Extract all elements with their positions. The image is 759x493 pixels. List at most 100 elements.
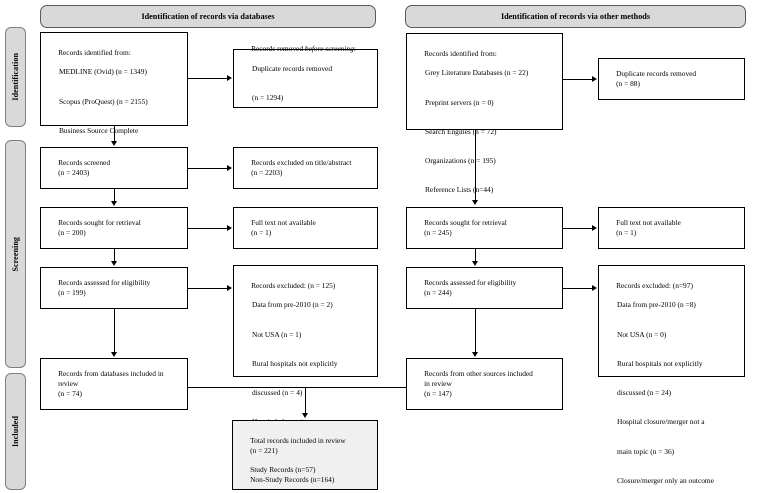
total-line1: Total records included in review [250, 435, 346, 445]
box-om-duplicate-records-removed: Duplicate records removed (n = 88) [598, 58, 745, 100]
box-om-records-identified: Records identified from: Grey Literature… [406, 33, 563, 194]
column-header-databases: Identification of records via databases [40, 5, 376, 28]
db-removed-line1: Records removed before screening: [251, 44, 356, 53]
db-included-line3: (n = 74) [58, 388, 82, 398]
db-excluded-title-line2: (n = 2203) [251, 168, 283, 177]
box-om-records-excluded-reasons: Records excluded: (n=97) Data from pre-2… [598, 265, 745, 485]
db-identified-item-1: Scopus (ProQuest) (n = 2155) [59, 96, 148, 106]
om-excluded-item-6: Closure/merger only an outcome [617, 476, 714, 486]
phase-label-identification: Identification [11, 53, 20, 101]
arrowhead-db-sought-to-assessed [111, 261, 117, 266]
om-included-line2: in review [424, 379, 452, 389]
connector-bus-to-total [305, 387, 307, 414]
om-identified-item-3: Organizations (n = 195) [425, 156, 496, 166]
db-sought-line2: (n = 200) [58, 228, 86, 237]
db-notavail-line2: (n = 1) [251, 228, 272, 237]
om-excluded-heading: Records excluded: (n=97) [616, 280, 693, 290]
db-identified-heading: Records identified from: [58, 47, 131, 57]
om-identified-item-4: Reference Lists (n=44) [425, 185, 494, 195]
om-notavail-line1: Full text not available [616, 218, 681, 228]
column-header-other-methods-label: Identification of records via other meth… [500, 12, 651, 21]
arrowhead-db-identified-to-removed [227, 74, 232, 81]
db-excluded-item-0: Data from pre-2010 (n = 2) [252, 300, 333, 310]
total-line2: (n = 221) [250, 445, 278, 455]
connector-om-sought-to-assessed [475, 249, 477, 262]
om-included-line1: Records from other sources included [424, 369, 533, 379]
arrowhead-om-identified-to-removed [592, 75, 597, 82]
box-db-full-text-not-available: Full text not available (n = 1) [233, 207, 378, 249]
box-db-assessed-for-eligibility: Records assessed for eligibility (n = 19… [40, 267, 188, 309]
arrowhead-bus-to-total [302, 413, 308, 418]
arrowhead-db-screened-to-excluded [227, 164, 232, 171]
om-identified-item-1: Preprint servers (n = 0) [425, 97, 494, 107]
om-sought-line1: Records sought for retrieval [424, 218, 507, 228]
db-assessed-line1: Records assessed for eligibility [58, 278, 151, 288]
db-removed-suffix: : [353, 44, 356, 54]
db-removed-prefix: Records removed [251, 44, 305, 54]
box-db-included-in-review: Records from databases included in revie… [40, 358, 188, 410]
db-excluded-title-line1: Records excluded on title/abstract [251, 158, 352, 168]
db-identified-item-0: MEDLINE (Ovid) (n = 1349) [59, 67, 147, 77]
arrowhead-db-assessed-to-included [111, 352, 117, 357]
db-removed-italic: before screening [304, 44, 354, 54]
column-header-other-methods: Identification of records via other meth… [405, 5, 746, 28]
om-excluded-item-2: Rural hospitals not explicitly [617, 358, 703, 368]
box-db-records-excluded-reasons: Records excluded: (n = 125) Data from pr… [233, 265, 378, 485]
om-removed-line1: Duplicate records removed [616, 69, 697, 79]
connector-db-sought-to-notavail [188, 228, 228, 229]
arrowhead-db-screened-to-sought [111, 201, 117, 206]
om-excluded-item-0: Data from pre-2010 (n =8) [617, 300, 696, 310]
column-header-databases-label: Identification of records via databases [141, 12, 275, 21]
box-om-included-in-review: Records from other sources included in r… [406, 358, 563, 410]
arrowhead-om-assessed-to-included [472, 352, 478, 357]
box-db-records-screened: Records screened (n = 2403) [40, 147, 188, 189]
total-line4: Study Records (n=57) [250, 465, 316, 475]
phase-band-included: Included [5, 373, 26, 490]
connector-om-identified-to-sought [475, 130, 477, 201]
box-om-sought-for-retrieval: Records sought for retrieval (n = 245) [406, 207, 563, 249]
db-excluded-item-2: Rural hospitals not explicitly [252, 358, 338, 368]
connector-db-screened-to-sought [114, 189, 116, 202]
db-screened-line1: Records screened [58, 158, 111, 168]
connector-om-assessed-to-excluded [563, 288, 593, 289]
om-excluded-item-1: Not USA (n = 0) [617, 329, 667, 339]
db-included-line2: review [58, 379, 79, 389]
connector-om-assessed-to-included [475, 309, 477, 353]
arrowhead-om-sought-to-notavail [592, 224, 597, 231]
om-identified-heading: Records identified from: [424, 48, 497, 58]
db-included-line1: Records from databases included in [58, 369, 164, 379]
db-excluded-item-3: discussed (n = 4) [252, 388, 303, 398]
om-included-line3: (n = 147) [424, 388, 452, 398]
connector-db-assessed-to-included [114, 309, 116, 353]
db-identified-item-2: Business Source Complete [59, 125, 139, 135]
arrowhead-om-sought-to-assessed [472, 261, 478, 266]
db-screened-line2: (n = 2403) [58, 168, 90, 177]
om-notavail-line2: (n = 1) [616, 228, 637, 237]
connector-db-screened-to-excluded [188, 168, 228, 169]
box-db-records-identified: Records identified from: MEDLINE (Ovid) … [40, 32, 188, 154]
connector-merge-bus [188, 387, 406, 388]
db-removed-line3: (n = 1294) [252, 93, 284, 103]
box-total-records-included: Total records included in review (n = 22… [232, 420, 378, 490]
db-excluded-heading: Records excluded: (n = 125) [251, 280, 336, 290]
arrowhead-om-assessed-to-excluded [592, 284, 597, 291]
phase-label-included: Included [11, 415, 20, 448]
om-assessed-line1: Records assessed for eligibility [424, 278, 517, 288]
db-excluded-item-1: Not USA (n = 1) [252, 329, 302, 339]
connector-db-identified-to-screened [114, 126, 116, 142]
om-excluded-item-3: discussed (n = 24) [617, 388, 672, 398]
db-notavail-line1: Full text not available [251, 218, 316, 228]
box-om-assessed-for-eligibility: Records assessed for eligibility (n = 24… [406, 267, 563, 309]
connector-om-sought-to-notavail [563, 228, 593, 229]
arrowhead-db-sought-to-notavail [227, 224, 232, 231]
om-assessed-line2: (n = 244) [424, 288, 452, 297]
box-om-full-text-not-available: Full text not available (n = 1) [598, 207, 745, 249]
om-removed-line2: (n = 88) [616, 79, 640, 88]
db-removed-line2: Duplicate records removed [252, 63, 333, 73]
arrowhead-db-identified-to-screened [111, 141, 117, 146]
connector-om-identified-to-removed [563, 79, 593, 80]
db-sought-line1: Records sought for retrieval [58, 218, 141, 228]
connector-db-assessed-to-excluded [188, 288, 228, 289]
om-identified-item-0: Grey Literature Databases (n = 22) [425, 68, 529, 78]
